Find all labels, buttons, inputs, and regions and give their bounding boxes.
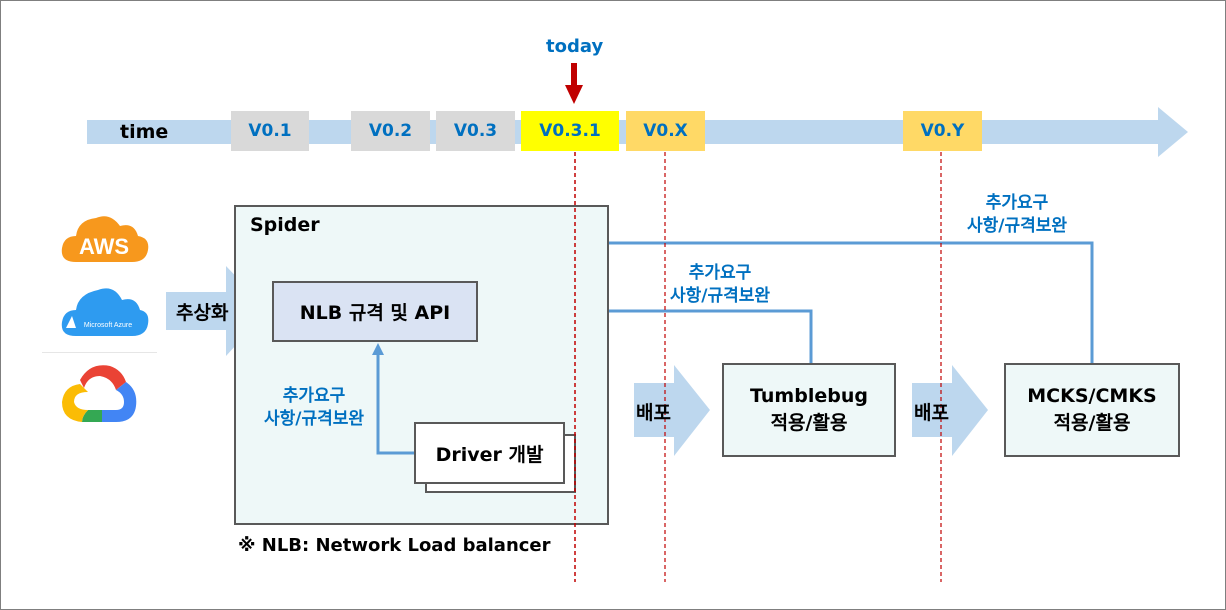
version-v0-3: V0.3 bbox=[436, 111, 515, 151]
mcks-box: MCKS/CMKS 적용/활용 bbox=[1004, 363, 1180, 457]
version-v0-1: V0.1 bbox=[231, 111, 309, 151]
version-label: V0.X bbox=[643, 121, 688, 141]
aws-cloud-icon: AWS bbox=[61, 216, 149, 262]
tumblebug-feedback-note: 추가요구 사항/규격보완 bbox=[650, 262, 790, 308]
version-v0-x: V0.X bbox=[626, 111, 705, 151]
abstraction-label: 추상화 bbox=[176, 302, 229, 324]
google-cloud-icon bbox=[62, 365, 137, 422]
today-arrow-head bbox=[565, 85, 583, 104]
aws-label: AWS bbox=[79, 234, 129, 259]
time-axis-label: time bbox=[120, 121, 169, 143]
mcks-line1: MCKS/CMKS bbox=[1027, 385, 1157, 407]
azure-logo-mark bbox=[66, 316, 76, 328]
tumblebug-line2: 적용/활용 bbox=[770, 412, 848, 434]
footnote: ※ NLB: Network Load balancer bbox=[238, 535, 551, 556]
version-label: V0.2 bbox=[368, 121, 413, 141]
version-v0-3-1: V0.3.1 bbox=[521, 111, 619, 151]
logo-separator bbox=[42, 352, 157, 353]
mcks-line2: 적용/활용 bbox=[1053, 412, 1131, 434]
driver-box-label: Driver 개발 bbox=[435, 443, 544, 466]
deploy-arrow-2 bbox=[912, 365, 988, 456]
version-v0-2: V0.2 bbox=[351, 111, 430, 151]
nlb-box-label: NLB 규격 및 API bbox=[299, 302, 451, 324]
deploy-label-1: 배포 bbox=[636, 402, 671, 424]
note-line: 추가요구 bbox=[688, 263, 752, 283]
deploy-label-2: 배포 bbox=[914, 402, 949, 424]
note-line: 사항/규격보완 bbox=[263, 409, 365, 429]
tumblebug-line1: Tumblebug bbox=[750, 385, 868, 407]
driver-box: Driver 개발 bbox=[414, 422, 565, 484]
deploy-arrow-1 bbox=[634, 365, 710, 456]
note-line: 사항/규격보완 bbox=[966, 216, 1068, 236]
note-line: 사항/규격보완 bbox=[669, 286, 771, 306]
nlb-box: NLB 규격 및 API bbox=[272, 281, 478, 342]
version-label: V0.3 bbox=[453, 121, 498, 141]
version-label: V0.1 bbox=[248, 121, 292, 141]
note-line: 추가요구 bbox=[282, 386, 346, 406]
note-line: 추가요구 bbox=[985, 193, 1049, 213]
mcks-feedback-note: 추가요구 사항/규격보완 bbox=[947, 192, 1087, 238]
today-label: today bbox=[546, 36, 604, 57]
version-label: V0.3.1 bbox=[539, 121, 601, 141]
azure-cloud-icon: Microsoft Azure bbox=[61, 288, 149, 336]
version-label: V0.Y bbox=[920, 121, 965, 141]
azure-label: Microsoft Azure bbox=[84, 322, 132, 329]
spider-title: Spider bbox=[250, 214, 320, 236]
today-arrow-shaft bbox=[571, 63, 577, 85]
tumblebug-box: Tumblebug 적용/활용 bbox=[722, 363, 896, 457]
version-v0-y: V0.Y bbox=[903, 111, 982, 151]
driver-feedback-note: 추가요구 사항/규격보완 bbox=[244, 385, 384, 431]
